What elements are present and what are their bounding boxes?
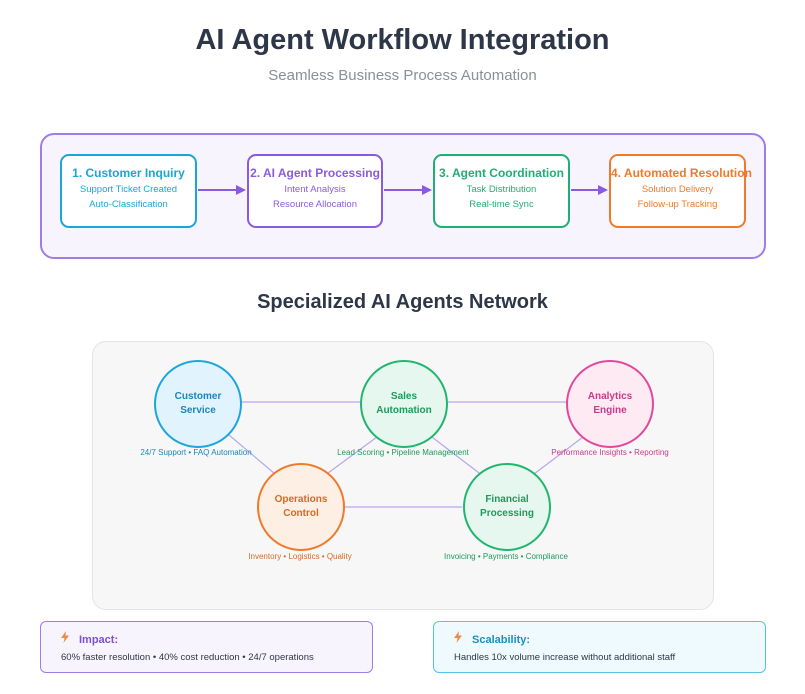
network-link xyxy=(427,433,484,477)
network-link xyxy=(323,433,382,477)
agent-caption: Invoicing • Payments • Compliance xyxy=(444,552,568,561)
agent-caption: 24/7 Support • FAQ Automation xyxy=(140,448,252,457)
scalability-card: Scalability: Handles 10x volume increase… xyxy=(433,621,766,673)
workflow-step-automated-resolution: 4. Automated Resolution Solution Deliver… xyxy=(609,154,752,228)
workflow-step-customer-inquiry: 1. Customer Inquiry Support Ticket Creat… xyxy=(60,154,197,228)
agent-name-line: Service xyxy=(180,405,216,416)
scalability-title: Scalability: xyxy=(472,634,531,646)
agent-name-line: Control xyxy=(283,508,319,519)
step-detail: Task Distribution xyxy=(466,184,537,195)
agent-caption: Inventory • Logistics • Quality xyxy=(248,552,352,561)
network-title: Specialized AI Agents Network xyxy=(257,291,548,313)
step-title: 4. Automated Resolution xyxy=(611,166,752,180)
agent-name-line: Sales xyxy=(390,391,418,402)
agent-name-line: Engine xyxy=(593,405,627,416)
step-detail: Support Ticket Created xyxy=(79,184,178,195)
step-title: 3. Agent Coordination xyxy=(439,166,564,180)
step-detail: Follow-up Tracking xyxy=(637,199,718,210)
agent-name-line: Operations xyxy=(274,494,328,505)
workflow-step-agent-coordination: 3. Agent Coordination Task Distribution … xyxy=(433,154,570,228)
step-title: 2. AI Agent Processing xyxy=(250,166,380,180)
scalability-text: Handles 10x volume increase without addi… xyxy=(454,652,676,663)
step-title: 1. Customer Inquiry xyxy=(72,166,185,180)
lightning-icon xyxy=(454,631,464,646)
impact-text: 60% faster resolution • 40% cost reducti… xyxy=(61,652,314,663)
page-title: AI Agent Workflow Integration xyxy=(195,24,610,56)
step-detail: Auto-Classification xyxy=(89,199,168,210)
network-link xyxy=(228,434,282,480)
impact-card: Impact: 60% faster resolution • 40% cost… xyxy=(40,621,373,673)
page-subtitle: Seamless Business Process Automation xyxy=(268,67,537,84)
workflow-step-ai-agent-processing: 2. AI Agent Processing Intent Analysis R… xyxy=(247,154,383,228)
agent-caption: Performance Insights • Reporting xyxy=(551,448,669,457)
agent-name-line: Automation xyxy=(376,405,432,416)
step-detail: Real-time Sync xyxy=(469,199,534,210)
step-detail: Solution Delivery xyxy=(641,184,714,195)
agent-caption: Lead Scoring • Pipeline Management xyxy=(337,448,469,457)
lightning-icon xyxy=(61,631,71,646)
agent-name-line: Financial xyxy=(485,494,529,505)
step-detail: Intent Analysis xyxy=(284,184,346,195)
step-detail: Resource Allocation xyxy=(273,199,357,210)
agent-name-line: Analytics xyxy=(587,391,633,402)
agent-name-line: Processing xyxy=(480,508,534,519)
impact-title: Impact: xyxy=(79,634,119,646)
network-link xyxy=(529,433,588,478)
agent-name-line: Customer xyxy=(174,391,222,402)
